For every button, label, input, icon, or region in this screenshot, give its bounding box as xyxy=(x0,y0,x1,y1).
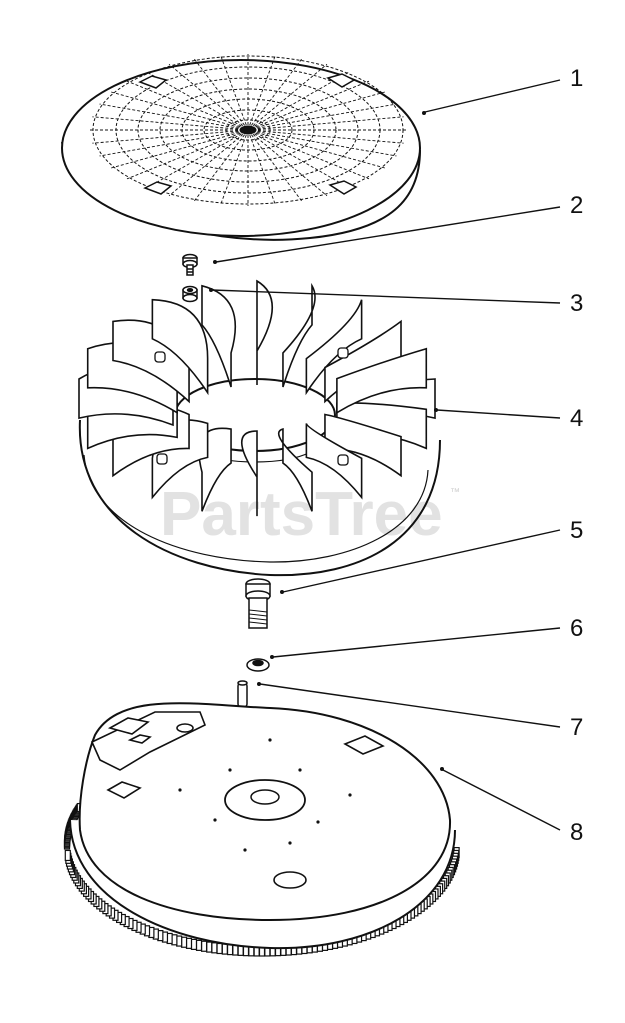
screen-spoke xyxy=(111,132,240,169)
watermark-trademark: ™ xyxy=(450,487,460,498)
fan-blade xyxy=(282,282,316,388)
screen-spoke xyxy=(220,54,247,126)
screen-spoke xyxy=(255,80,370,128)
screen-spoke xyxy=(251,58,303,126)
gear-tooth xyxy=(206,941,213,953)
part-screen[interactable] xyxy=(61,54,421,241)
callout-6: 6 xyxy=(270,615,583,659)
part-washer[interactable] xyxy=(246,658,270,672)
screen-spoke xyxy=(193,58,245,126)
fan-blade xyxy=(336,347,428,415)
screen-spoke xyxy=(146,133,242,189)
screen-spoke xyxy=(168,133,244,197)
fan-blade xyxy=(241,430,258,517)
screen-spoke xyxy=(257,116,404,130)
callout-4-label: 4 xyxy=(570,405,583,432)
screen-spoke xyxy=(193,134,245,202)
callout-2-label: 2 xyxy=(570,192,583,219)
callout-2: 2 xyxy=(213,192,583,264)
screen-spoke xyxy=(251,134,303,202)
part-fan[interactable] xyxy=(78,279,441,577)
part-bolt[interactable] xyxy=(245,578,271,629)
screen-spoke xyxy=(220,134,247,206)
gear-tooth xyxy=(64,849,71,862)
screen-spoke xyxy=(249,134,276,206)
screen-spoke xyxy=(257,131,397,157)
fan-blade xyxy=(201,284,237,388)
screen-spoke xyxy=(257,103,397,129)
screen-spoke xyxy=(92,116,239,130)
gear-tooth xyxy=(195,939,203,951)
fan-blade xyxy=(151,298,209,396)
screen-spoke xyxy=(254,133,350,189)
gear-tooth xyxy=(200,940,208,952)
gear-tooth xyxy=(211,942,218,954)
screen-spoke xyxy=(99,103,239,129)
screen-spoke xyxy=(92,130,239,144)
callout-7-label: 7 xyxy=(570,714,583,741)
part-spacer[interactable] xyxy=(182,285,198,303)
screen-spoke xyxy=(252,63,328,127)
callout-8: 8 xyxy=(440,767,583,846)
screen-spoke xyxy=(256,132,385,169)
screen-spoke xyxy=(126,80,241,128)
gear-tooth xyxy=(185,937,193,949)
gear-tooth xyxy=(216,942,223,955)
callout-3-label: 3 xyxy=(570,290,583,317)
callout-7: 7 xyxy=(257,682,583,741)
screen-spoke xyxy=(99,131,239,157)
screen-spoke xyxy=(256,91,385,128)
fan-blade xyxy=(278,428,313,512)
gear-tooth xyxy=(180,936,188,948)
callout-5: 5 xyxy=(280,517,583,594)
screen-spoke xyxy=(252,133,328,197)
callout-8-label: 8 xyxy=(570,819,583,846)
part-flywheel[interactable] xyxy=(63,702,460,957)
gear-tooth xyxy=(232,944,239,956)
screen-spoke xyxy=(249,54,276,126)
screen-spoke xyxy=(257,130,404,144)
gear-tooth xyxy=(226,943,234,956)
callout-1-label: 1 xyxy=(570,65,583,92)
fan-blade xyxy=(305,423,363,500)
screen-spoke xyxy=(111,91,240,128)
callout-6-label: 6 xyxy=(570,615,583,642)
part-screw[interactable] xyxy=(182,253,198,276)
screen-spoke xyxy=(168,63,244,127)
callout-5-label: 5 xyxy=(570,517,583,544)
gear-tooth xyxy=(221,943,228,955)
gear-tooth xyxy=(190,938,198,951)
screen-spoke xyxy=(126,132,241,180)
screen-spoke xyxy=(255,132,370,180)
callout-1: 1 xyxy=(422,65,583,115)
callout-3: 3 xyxy=(209,288,583,317)
fan-blade xyxy=(256,279,274,386)
part-key[interactable] xyxy=(237,680,248,708)
callout-4: 4 xyxy=(434,405,583,432)
